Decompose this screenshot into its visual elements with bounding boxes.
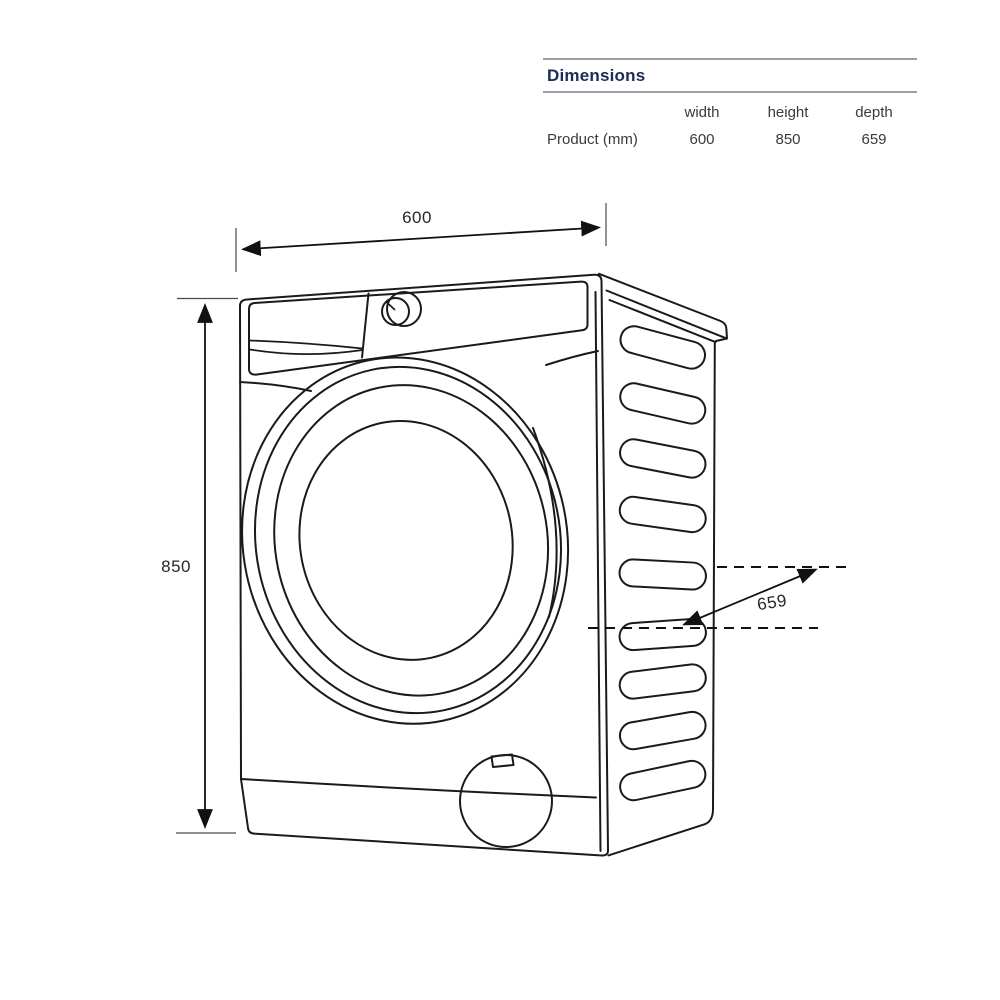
depth-dimension: 659 — [588, 566, 851, 629]
control-panel — [248, 280, 589, 376]
vent-slot — [619, 382, 707, 425]
front-seam-right — [545, 350, 599, 366]
column-header-width: width — [684, 104, 720, 121]
vent-slot — [619, 325, 706, 370]
dimensions-table-header-row: width height depth — [543, 104, 917, 121]
vent-slot — [618, 558, 707, 591]
vent-slot — [619, 759, 707, 802]
vent-slot — [619, 438, 707, 479]
control-panel-outline — [248, 280, 589, 376]
side-vents — [618, 325, 707, 802]
vent-slot — [618, 495, 707, 534]
product-height-value: 850 — [775, 131, 801, 148]
depth-dimension-label: 659 — [756, 591, 788, 614]
width-dimension-label: 600 — [402, 208, 432, 227]
product-depth-value: 659 — [861, 131, 887, 148]
dimensions-table-title: Dimensions — [543, 58, 917, 93]
washer-lid-underside — [605, 289, 728, 340]
vent-slot — [618, 617, 707, 652]
column-header-height: height — [767, 104, 809, 121]
vent-slot — [618, 663, 707, 700]
height-dimension-label: 850 — [161, 557, 191, 576]
column-header-depth: depth — [855, 104, 893, 121]
detergent-drawer-groove-bottom — [249, 348, 364, 355]
height-dimension: 850 — [161, 297, 238, 834]
kick-plate-seam — [240, 778, 597, 799]
door-ring-2 — [253, 365, 563, 715]
product-width-value: 600 — [689, 131, 715, 148]
washer-door — [241, 356, 570, 725]
washer-side-top-edge — [608, 299, 716, 343]
dimensions-table-data-row: Product (mm) 600 850 659 — [543, 131, 917, 148]
panel-divider — [361, 292, 370, 359]
door-ring-outer — [241, 356, 570, 725]
pump-filter-door — [459, 753, 553, 848]
vent-slot — [618, 710, 707, 751]
knob-indicator — [386, 301, 396, 311]
washer-side-panel — [598, 272, 728, 857]
washer-illustration — [239, 272, 728, 857]
door-glass — [298, 419, 514, 661]
program-knob — [381, 291, 422, 327]
detergent-drawer-groove-top — [249, 339, 364, 350]
washer-front-face — [239, 273, 610, 857]
width-dimension: 600 — [235, 203, 607, 272]
row-label-product-mm: Product (mm) — [547, 131, 638, 148]
washer-front-right-seam — [594, 291, 602, 852]
front-seam-left — [239, 381, 312, 392]
dimensions-table: Dimensions width height depth Product (m… — [543, 58, 917, 148]
door-thickness-arc — [532, 427, 558, 618]
door-ring-3 — [273, 384, 550, 697]
pump-filter-handle — [490, 753, 515, 768]
